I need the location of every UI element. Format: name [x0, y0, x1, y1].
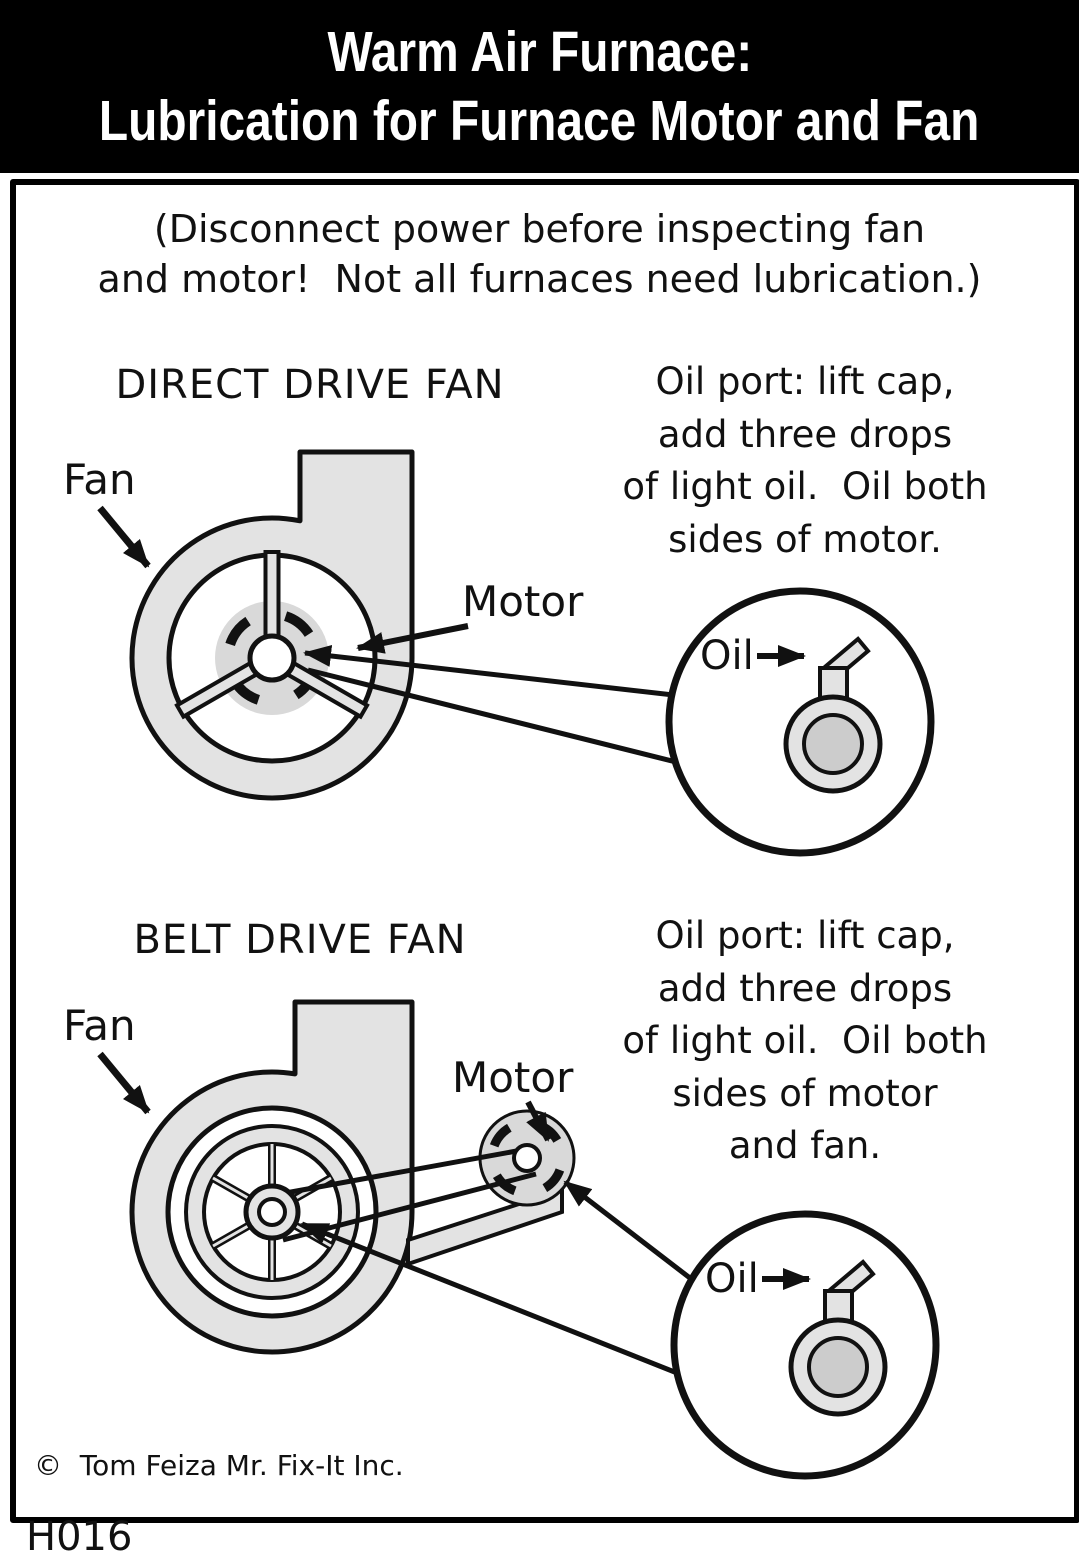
callout-line-lower — [300, 1221, 746, 1403]
motor-label: Motor — [462, 577, 584, 626]
instruction-line: sides of motor. — [668, 517, 942, 561]
copyright: © Tom Feiza Mr. Fix-It Inc. — [34, 1449, 404, 1482]
warning-note: (Disconnect power before inspecting fan … — [0, 204, 1079, 304]
belt-drive-heading: BELT DRIVE FAN — [133, 917, 467, 963]
oil-label: Oil — [700, 633, 754, 679]
direct-drive-diagram: Fan Motor Oil — [63, 449, 935, 857]
callout-line-upper — [303, 645, 736, 705]
motor-shaft-hub — [247, 633, 297, 683]
oiler-body-inner — [807, 1336, 869, 1398]
belt-drive-diagram: Fan Motor Oil — [63, 999, 940, 1480]
instruction-line: of light oil. Oil both — [622, 465, 988, 509]
content-border — [10, 179, 1079, 1523]
warning-note-line-2: and motor! Not all furnaces need lubrica… — [97, 257, 982, 302]
oil-label: Oil — [705, 1256, 759, 1302]
fan-label: Fan — [63, 455, 136, 504]
instruction-line: and fan. — [728, 1124, 882, 1168]
instruction-line: add three drops — [657, 412, 953, 456]
warning-note-line-1: (Disconnect power before inspecting fan — [153, 207, 926, 251]
page-code: H016 — [26, 1514, 133, 1557]
fan-arrow — [97, 1051, 151, 1115]
title-line-1: Warm Air Furnace: — [327, 20, 752, 85]
instruction-line: Oil port: lift cap, — [655, 914, 955, 957]
fan-label: Fan — [63, 1001, 136, 1050]
motor-arrow — [356, 623, 469, 654]
belt-drive-instructions: Oil port: lift cap, add three drops of l… — [565, 910, 1045, 1173]
oiler-body-inner — [802, 713, 864, 775]
fan-hub-center — [257, 1197, 287, 1227]
direct-drive-heading: DIRECT DRIVE FAN — [115, 362, 505, 408]
instruction-line: Oil port: lift cap, — [655, 360, 955, 403]
instruction-line: add three drops — [657, 966, 953, 1010]
title-line-2: Lubrication for Furnace Motor and Fan — [99, 88, 980, 153]
motor-vent-ring — [487, 1118, 567, 1198]
motor-label: Motor — [452, 1053, 574, 1102]
instruction-line: sides of motor — [672, 1071, 938, 1115]
motor-arrow — [525, 1100, 551, 1142]
fan-arrow — [97, 505, 151, 569]
direct-drive-instructions: Oil port: lift cap, add three drops of l… — [565, 356, 1045, 566]
motor-bracket — [406, 1187, 564, 1267]
instruction-line: of light oil. Oil both — [622, 1019, 988, 1063]
title-banner: Warm Air Furnace: Lubrication for Furnac… — [0, 0, 1079, 173]
motor-shaft-hub — [512, 1143, 542, 1173]
